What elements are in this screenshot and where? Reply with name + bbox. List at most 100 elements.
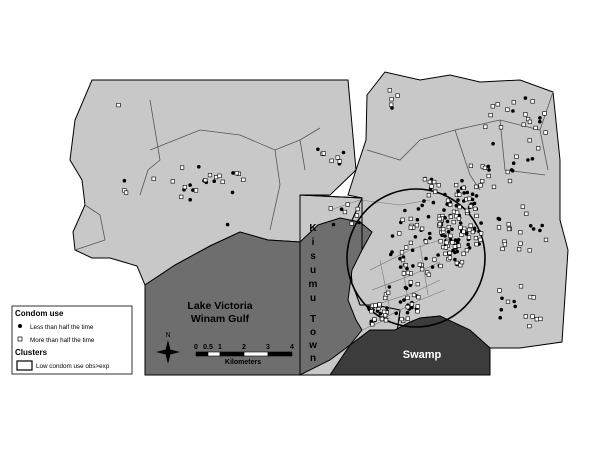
point-more-than-half (448, 214, 454, 219)
point-more-than-half (451, 220, 456, 225)
legend: Condom use Less than half the time More … (11, 305, 133, 375)
point-more-than-half (438, 239, 443, 244)
point-more-than-half (464, 248, 470, 253)
point-more-than-half (389, 102, 394, 107)
point-more-than-half (474, 184, 479, 189)
point-more-than-half (530, 314, 535, 319)
point-less-than-half (509, 168, 514, 172)
point-more-than-half (505, 107, 510, 112)
point-more-than-half (456, 216, 462, 221)
point-more-than-half (482, 165, 488, 171)
point-more-than-half (408, 225, 413, 230)
point-more-than-half (328, 206, 333, 211)
point-more-than-half (423, 239, 429, 244)
point-more-than-half (496, 225, 502, 230)
point-less-than-half (500, 296, 504, 301)
point-more-than-half (426, 193, 432, 198)
point-more-than-half (182, 185, 188, 190)
point-less-than-half (410, 248, 415, 252)
scale-tick-label: 4 (290, 344, 294, 351)
point-more-than-half (523, 112, 528, 117)
point-more-than-half (372, 317, 377, 322)
point-less-than-half (416, 207, 421, 211)
point-more-than-half (505, 299, 511, 304)
point-less-than-half (404, 286, 409, 291)
legend-item-less: Less than half the time (30, 324, 94, 331)
scale-tick-label: 3 (266, 344, 270, 351)
point-more-than-half (454, 214, 459, 219)
point-less-than-half (455, 240, 460, 245)
point-less-than-half (231, 171, 235, 175)
point-less-than-half (431, 200, 436, 205)
point-more-than-half (473, 206, 478, 212)
lake-label-line2: Winam Gulf (191, 313, 250, 325)
lake-inlet (299, 217, 373, 376)
point-more-than-half (220, 179, 225, 184)
point-more-than-half (454, 210, 460, 215)
point-more-than-half (151, 176, 156, 181)
point-more-than-half (474, 213, 479, 219)
point-more-than-half (433, 189, 438, 194)
swamp-label: Swamp (403, 349, 442, 361)
point-more-than-half (490, 104, 495, 109)
point-more-than-half (419, 267, 425, 272)
point-less-than-half (446, 230, 451, 234)
legend-cluster-symbol (16, 360, 33, 371)
point-more-than-half (531, 295, 536, 300)
legend-square-symbol (17, 336, 23, 342)
swamp (329, 315, 491, 376)
point-less-than-half (405, 266, 409, 271)
admin-boundaries (74, 91, 554, 251)
point-less-than-half (394, 311, 399, 316)
point-more-than-half (518, 241, 523, 246)
point-more-than-half (458, 225, 463, 230)
point-less-than-half (424, 256, 428, 261)
point-more-than-half (408, 280, 413, 285)
point-more-than-half (454, 183, 459, 188)
point-less-than-half (398, 265, 403, 269)
point-less-than-half (443, 192, 447, 197)
point-more-than-half (203, 178, 208, 183)
point-less-than-half (316, 147, 320, 152)
point-more-than-half (414, 223, 420, 228)
point-less-than-half (197, 165, 201, 169)
point-less-than-half (339, 207, 344, 211)
point-more-than-half (514, 154, 519, 159)
point-more-than-half (534, 317, 539, 322)
point-more-than-half (506, 222, 511, 227)
point-more-than-half (438, 263, 443, 269)
point-less-than-half (188, 197, 192, 202)
point-more-than-half (408, 216, 413, 222)
point-less-than-half (225, 222, 230, 227)
point-more-than-half (457, 205, 462, 210)
point-more-than-half (193, 188, 199, 193)
point-less-than-half (458, 221, 463, 225)
point-more-than-half (408, 240, 414, 246)
point-more-than-half (241, 177, 246, 182)
point-more-than-half (373, 303, 378, 308)
point-more-than-half (432, 257, 437, 262)
point-more-than-half (516, 247, 522, 252)
point-more-than-half (527, 138, 532, 143)
point-more-than-half (443, 251, 448, 256)
point-less-than-half (470, 192, 475, 196)
lake-victoria (144, 231, 301, 376)
point-more-than-half (405, 295, 410, 301)
point-more-than-half (401, 271, 407, 276)
point-more-than-half (448, 202, 453, 208)
point-more-than-half (389, 97, 394, 102)
point-more-than-half (422, 177, 428, 182)
point-more-than-half (214, 175, 219, 180)
point-more-than-half (518, 230, 523, 235)
point-more-than-half (437, 222, 442, 227)
point-less-than-half (464, 231, 469, 235)
point-more-than-half (466, 235, 472, 240)
town-label-letter: m (309, 279, 318, 290)
point-more-than-half (524, 211, 529, 216)
point-less-than-half (531, 227, 536, 231)
point-more-than-half (461, 251, 466, 256)
